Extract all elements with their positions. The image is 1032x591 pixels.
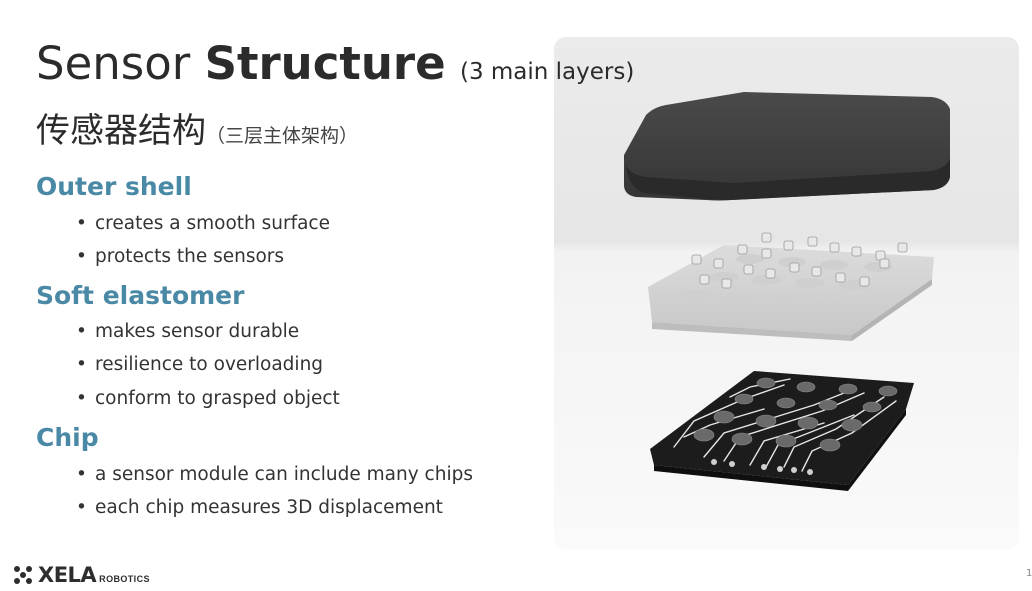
bullet-item: • conform to grasped object	[76, 387, 340, 411]
bullet-item: • a sensor module can include many chips	[76, 463, 473, 487]
section-heading-chip: Chip	[36, 423, 99, 452]
bullet-dot: •	[76, 388, 87, 409]
bullet-text: makes sensor durable	[95, 321, 300, 342]
bullet-text: each chip measures 3D displacement	[95, 497, 443, 518]
outer-shell-layer	[624, 92, 950, 201]
bullet-item: • resilience to overloading	[76, 353, 323, 377]
section-heading-outer-shell: Outer shell	[36, 172, 192, 201]
bullet-item: • protects the sensors	[76, 245, 284, 269]
logo-name: XELA	[38, 563, 97, 587]
title-word-structure: Structure	[204, 37, 446, 90]
title-paren: (3 main layers)	[459, 59, 635, 85]
bullet-text: protects the sensors	[95, 246, 285, 267]
chip-board-layer	[650, 371, 914, 491]
slide-subtitle-chinese: 传感器结构（三层主体架构）	[36, 108, 358, 159]
section-heading-soft-elastomer: Soft elastomer	[36, 281, 245, 310]
xela-logo-mark-icon	[14, 566, 32, 584]
bullet-dot: •	[76, 246, 87, 267]
logo-sub: ROBOTICS	[99, 574, 150, 584]
page-number: 1	[1026, 568, 1032, 579]
subtitle-main: 传感器结构	[36, 111, 206, 151]
slide-title: Sensor Structure (3 main layers)	[36, 36, 634, 100]
bullet-text: creates a smooth surface	[95, 213, 330, 234]
bullet-item: • creates a smooth surface	[76, 212, 330, 236]
title-word-sensor: Sensor	[36, 37, 191, 90]
bullet-dot: •	[76, 213, 87, 234]
bullet-dot: •	[76, 354, 87, 375]
bullet-text: conform to grasped object	[95, 388, 340, 409]
sensor-layers-illustration	[624, 92, 950, 491]
sensor-exploded-view-image	[554, 37, 1019, 549]
bullet-dot: •	[76, 497, 87, 518]
bullet-dot: •	[76, 464, 87, 485]
bullet-dot: •	[76, 321, 87, 342]
bullet-text: resilience to overloading	[95, 354, 324, 375]
bullet-item: • each chip measures 3D displacement	[76, 496, 443, 520]
elastomer-layer	[648, 232, 934, 341]
bullet-item: • makes sensor durable	[76, 320, 299, 344]
company-logo: XELA ROBOTICS	[12, 562, 150, 588]
subtitle-paren: （三层主体架构）	[206, 125, 359, 147]
bullet-text: a sensor module can include many chips	[95, 464, 473, 485]
